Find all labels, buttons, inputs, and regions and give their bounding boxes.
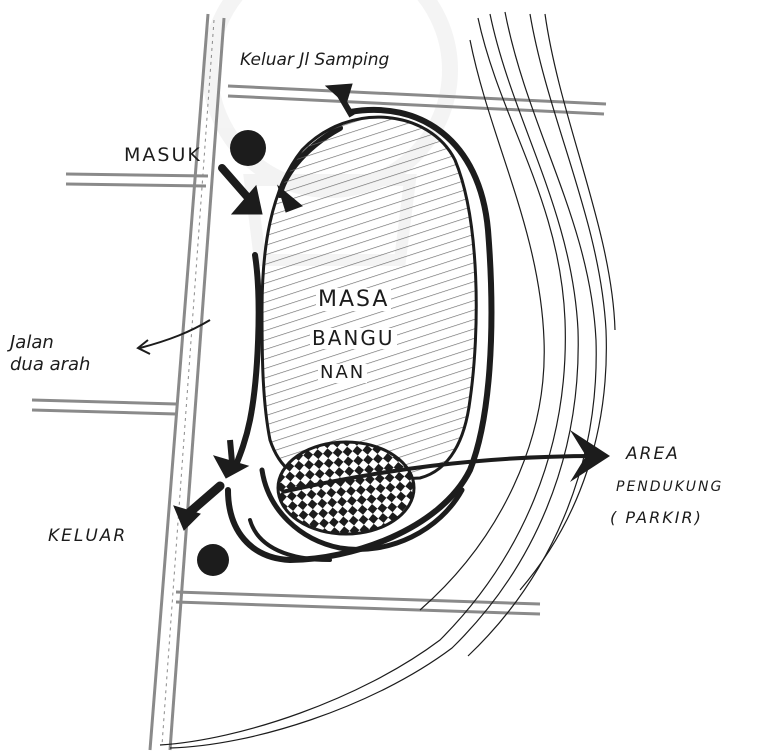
- label-building-line1: MASA: [316, 288, 391, 311]
- label-building-line2: BANGU: [310, 328, 397, 349]
- main-road: [150, 14, 224, 750]
- exit-marker-dot-icon: [197, 544, 229, 576]
- entry-marker-dot-icon: [230, 130, 266, 166]
- label-building-line3: NAN: [318, 364, 367, 383]
- label-support-area-line2: PENDUKUNG: [616, 480, 723, 495]
- label-support-area-line3: ( PARKIR): [610, 510, 703, 527]
- exit-arrow-icon: [174, 486, 220, 530]
- label-exit-side-road: Keluar Jl Samping: [240, 52, 389, 70]
- label-entry: MASUK: [124, 146, 202, 166]
- label-two-way-road-line2: dua arah: [10, 356, 90, 375]
- label-support-area-line1: AREA: [626, 446, 680, 464]
- label-exit: KELUAR: [48, 528, 127, 546]
- label-two-way-road-line1: Jalan: [10, 334, 54, 353]
